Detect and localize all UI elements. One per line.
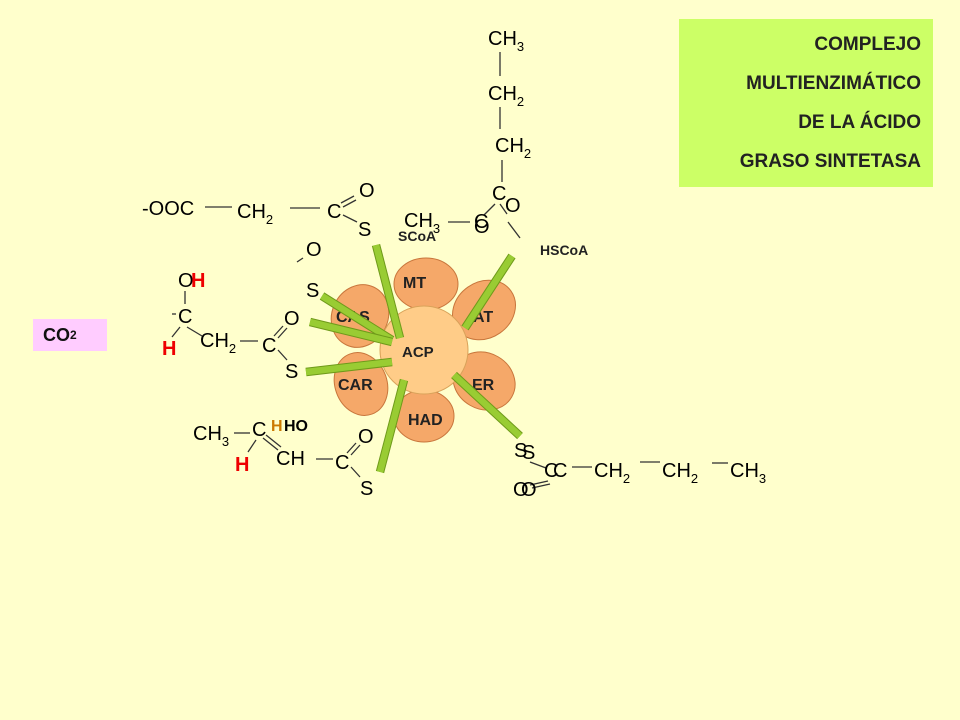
bond	[350, 466, 361, 478]
hydroxy-h-bottom: H	[162, 338, 176, 360]
butyryl-ch3: CH3	[488, 28, 524, 54]
title-line-3: DE LA ÁCIDO	[798, 111, 921, 133]
butyryl-ch2-b: CH2	[495, 135, 531, 161]
product-ch2-a: CH2	[594, 460, 630, 486]
acetyl-c: C	[474, 211, 488, 233]
title-line-2: MULTIENZIMÁTICO	[746, 72, 921, 94]
crotonyl-c: C	[252, 419, 266, 441]
product-o2: O	[521, 479, 537, 501]
crotonyl-s: S	[360, 478, 373, 500]
crotonyl-ho: HO	[284, 418, 308, 435]
hscoa-label: HSCoA	[540, 242, 588, 258]
hydroxy-s: S	[285, 361, 298, 383]
butyryl-chain: CH3 CH2 CH2 C O	[483, 28, 531, 239]
second-fragment: O S	[296, 239, 322, 302]
product-ch2-b: CH2	[662, 460, 698, 486]
crotonyl-o: O	[358, 426, 374, 448]
product-chain: S S C C O O CH2 CH2 CH3	[513, 440, 766, 501]
fragment-s: S	[306, 280, 319, 302]
bond	[340, 195, 355, 204]
malonyl-ch2: CH2	[237, 201, 273, 227]
hydroxy-o: O	[178, 270, 194, 292]
bond	[342, 214, 358, 223]
product-s1: S	[514, 440, 527, 462]
crotonyl-intermediate: CH3 C H HO H CH C O S	[193, 418, 374, 500]
bond	[499, 203, 508, 215]
crotonyl-ch: CH	[276, 448, 305, 470]
co2-label-main: CO	[43, 324, 70, 345]
crotonyl-c2: C	[335, 452, 349, 474]
product-ch3: CH3	[730, 460, 766, 486]
arm-upper-left	[320, 293, 394, 343]
bond	[529, 461, 547, 469]
product-o1: O	[513, 479, 529, 501]
acetyl-ch3: CH3	[404, 210, 440, 236]
acetyl-coa: CH3 C O SCoA HSCoA	[398, 210, 588, 258]
butyryl-ch2-a: CH2	[488, 83, 524, 109]
malonyl-ooc: -OOC	[142, 198, 194, 220]
bond	[247, 439, 257, 453]
product-c2: C	[553, 460, 567, 482]
arm-left	[309, 318, 393, 346]
pantetheine-arms	[305, 243, 523, 474]
bond	[186, 326, 203, 337]
arm-top-left	[372, 244, 404, 339]
title-box: COMPLEJO MULTIENZIMÁTICO DE LA ÁCIDO GRA…	[679, 19, 933, 187]
bond	[262, 437, 279, 451]
hydroxy-c2: C	[262, 335, 276, 357]
crotonyl-h-red: H	[235, 454, 249, 476]
title-line-4: GRASO SINTETASA	[739, 150, 921, 172]
hydroxy-h-top: H	[191, 270, 205, 292]
crotonyl-h-orange: H	[271, 418, 283, 435]
bond	[529, 480, 549, 486]
arm-bottom-right	[451, 372, 523, 439]
label-had: HAD	[408, 412, 443, 429]
label-er: ER	[472, 377, 495, 394]
bond	[346, 442, 357, 454]
arm-bottom	[376, 379, 408, 473]
scoa-label: SCoA	[398, 228, 436, 244]
co2-label-sub: 2	[70, 328, 77, 342]
malonyl-fragment: -OOC CH2 C O S	[142, 180, 375, 241]
bond	[273, 325, 284, 337]
product-c1: C	[544, 460, 558, 482]
arm-lower-left	[305, 358, 393, 376]
label-car: CAR	[338, 377, 373, 394]
bond	[342, 199, 357, 208]
acetyl-o: O	[474, 216, 490, 238]
bond	[507, 221, 521, 239]
hydroxy-o2: O	[284, 308, 300, 330]
bond	[277, 349, 288, 361]
title-line-1: COMPLEJO	[814, 33, 921, 55]
bond	[265, 434, 282, 448]
butyryl-c: C	[492, 183, 506, 205]
hydroxy-c: C	[178, 306, 192, 328]
malonyl-c: C	[327, 201, 341, 223]
bond	[350, 444, 361, 456]
malonyl-o: O	[359, 180, 375, 202]
butyryl-o: O	[505, 195, 521, 217]
bond	[171, 326, 181, 338]
hydroxy-intermediate: O H C H CH2 C O S	[162, 270, 300, 383]
product-s2: S	[522, 442, 535, 464]
malonyl-s: S	[358, 219, 371, 241]
bond	[277, 327, 288, 339]
bond	[531, 483, 551, 489]
crotonyl-ch3: CH3	[193, 423, 229, 449]
label-acp: ACP	[402, 344, 434, 361]
fragment-o: O	[306, 239, 322, 261]
arm-top-right	[462, 254, 515, 330]
bond	[296, 257, 304, 263]
bond	[483, 203, 496, 216]
acp-center	[379, 305, 469, 395]
hydroxy-ch2: CH2	[200, 330, 236, 356]
label-mt: MT	[403, 275, 426, 292]
